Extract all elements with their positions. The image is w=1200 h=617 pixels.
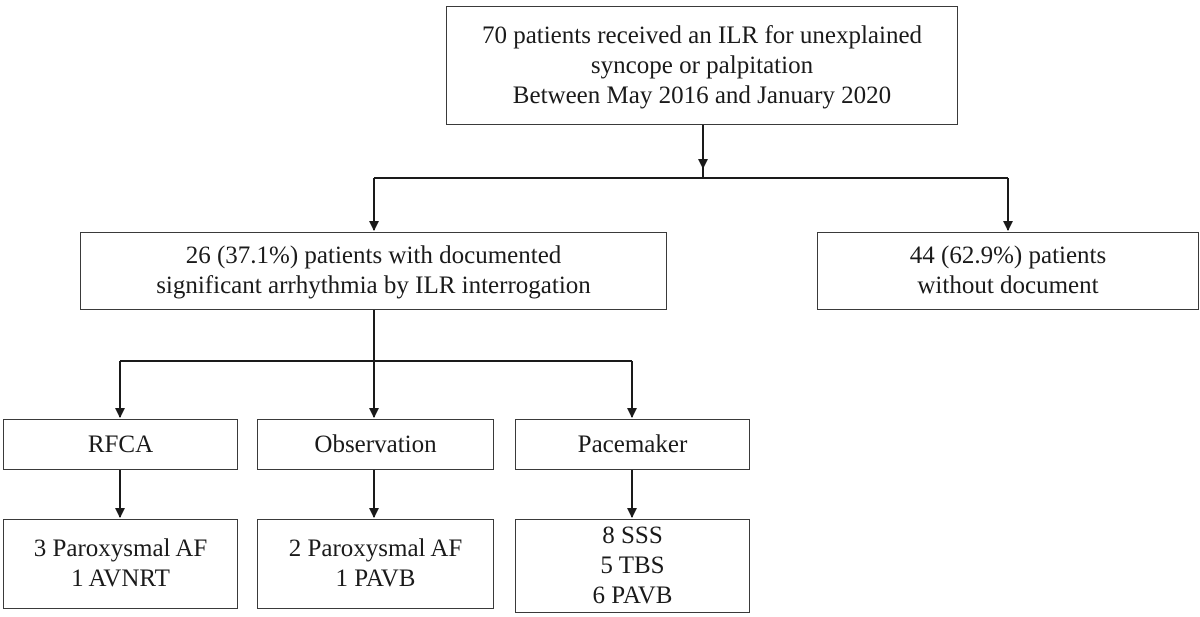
- node-rfca-result-line-2: 1 AVNRT: [71, 565, 170, 592]
- node-pacemaker-result: 8 SSS 5 TBS 6 PAVB: [515, 519, 750, 613]
- node-pacemaker-result-line-2: 5 TBS: [600, 552, 665, 579]
- node-observation-result-line-1: 2 Paroxysmal AF: [288, 535, 463, 562]
- node-enrollment-line-2: syncope or palpitation: [590, 51, 814, 79]
- node-pacemaker-result-line-1: 8 SSS: [602, 522, 663, 549]
- node-significant-arrhythmia: 26 (37.1%) patients with documented sign…: [80, 232, 667, 310]
- node-without-document-line-2: without document: [917, 272, 1099, 299]
- node-pacemaker-result-line-3: 6 PAVB: [592, 582, 673, 609]
- node-rfca-result-line-1: 3 Paroxysmal AF: [33, 535, 208, 562]
- node-enrollment-line-1: 70 patients received an ILR for unexplai…: [481, 21, 923, 49]
- node-observation-result: 2 Paroxysmal AF 1 PAVB: [257, 519, 494, 609]
- node-observation: Observation: [257, 419, 494, 470]
- node-observation-result-line-2: 1 PAVB: [335, 565, 416, 592]
- node-pacemaker: Pacemaker: [515, 419, 750, 470]
- node-rfca-label: RFCA: [87, 430, 154, 458]
- node-observation-label: Observation: [314, 430, 437, 458]
- node-pacemaker-label: Pacemaker: [577, 430, 688, 458]
- node-rfca: RFCA: [3, 419, 238, 470]
- node-without-document: 44 (62.9%) patients without document: [817, 232, 1199, 310]
- node-significant-arrhythmia-line-2: significant arrhythmia by ILR interrogat…: [156, 272, 591, 299]
- node-rfca-result: 3 Paroxysmal AF 1 AVNRT: [3, 519, 238, 609]
- node-without-document-line-1: 44 (62.9%) patients: [909, 242, 1107, 269]
- node-enrollment-line-3: Between May 2016 and January 2020: [512, 81, 892, 109]
- node-significant-arrhythmia-line-1: 26 (37.1%) patients with documented: [185, 242, 562, 269]
- node-enrollment: 70 patients received an ILR for unexplai…: [446, 6, 958, 125]
